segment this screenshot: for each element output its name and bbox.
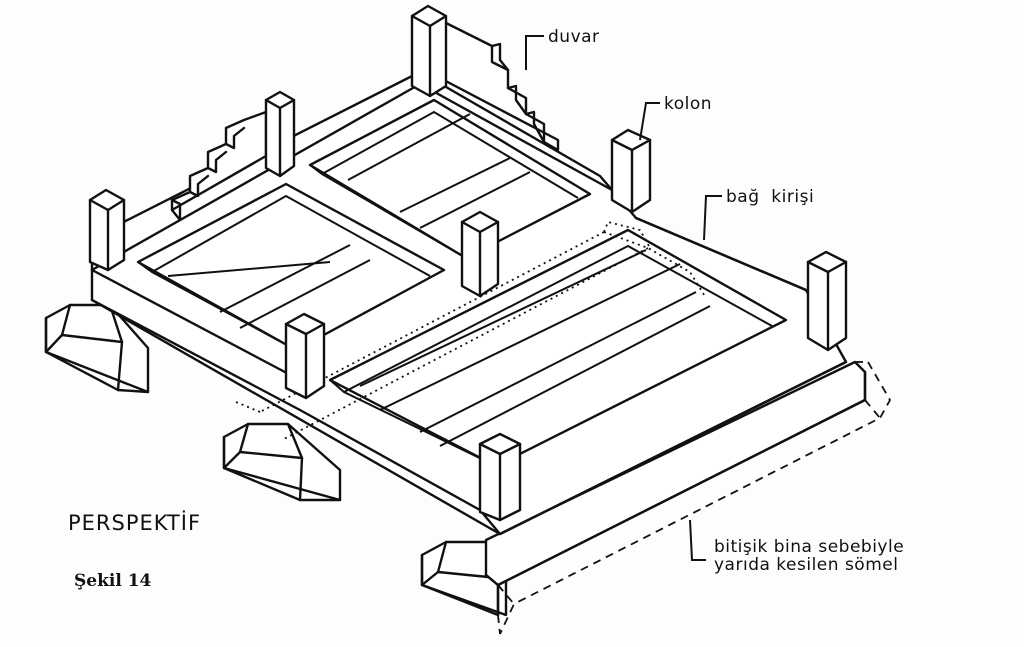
footing-cut-dashed bbox=[497, 361, 892, 635]
leader-lines bbox=[525, 35, 722, 561]
footing-left bbox=[44, 303, 150, 394]
column-back-middle bbox=[410, 4, 448, 98]
column-back-right bbox=[610, 128, 652, 214]
column-front bbox=[478, 432, 522, 522]
column-back-left bbox=[264, 90, 296, 178]
column-right bbox=[806, 250, 848, 352]
label-bag-kirisi: bağ kirişi bbox=[726, 187, 814, 207]
tie-beam-grid bbox=[90, 70, 848, 536]
label-duvar: duvar bbox=[548, 27, 600, 47]
column-middle-front bbox=[284, 312, 326, 400]
wall-left-stepped bbox=[170, 110, 268, 222]
label-somel-line1: bitişik bina sebebiyle bbox=[714, 537, 904, 557]
figure-caption: Şekil 14 bbox=[74, 571, 152, 591]
footing-middle bbox=[222, 422, 342, 502]
label-kolon: kolon bbox=[664, 94, 712, 114]
wall-right-stepped bbox=[438, 20, 560, 152]
column-center bbox=[460, 210, 500, 298]
column-left bbox=[88, 188, 126, 272]
label-somel-line2: yarıda kesilen sömel bbox=[714, 555, 898, 575]
hidden-beam-dotted bbox=[235, 220, 707, 441]
view-title: PERSPEKTİF bbox=[68, 510, 201, 535]
